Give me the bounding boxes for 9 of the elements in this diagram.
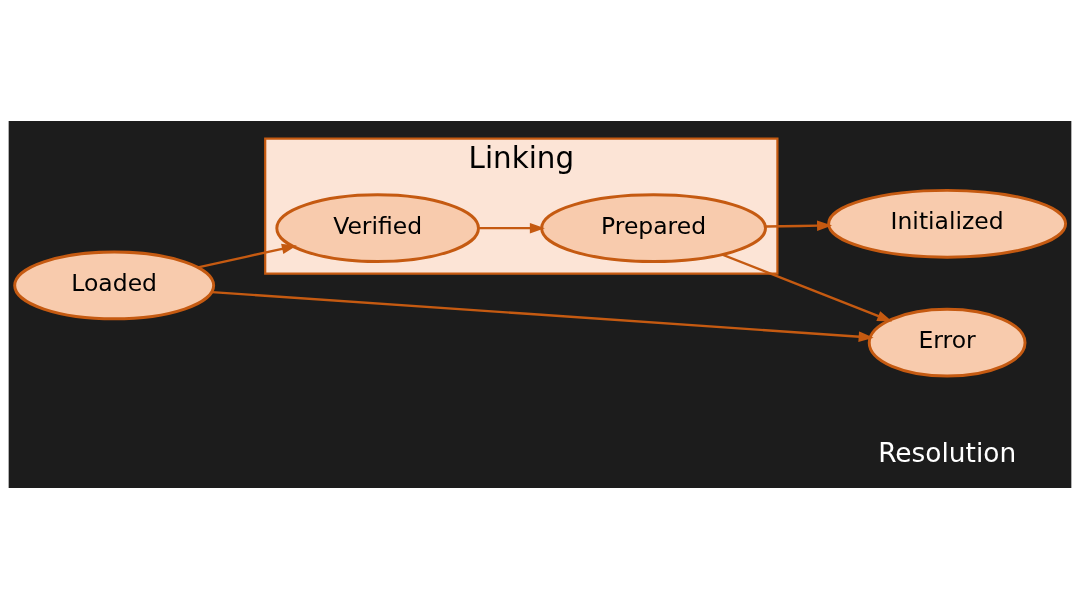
node-ellipse: Prepared (540, 192, 767, 263)
node-ellipse: Initialized (827, 188, 1068, 259)
arrow (197, 243, 297, 268)
arrow (765, 219, 833, 231)
arrow (478, 222, 545, 233)
arrow (212, 290, 874, 342)
node-ellipse: Verified (275, 192, 480, 263)
label: Resolution (878, 436, 1017, 468)
node-ellipse: Loaded (13, 250, 216, 320)
